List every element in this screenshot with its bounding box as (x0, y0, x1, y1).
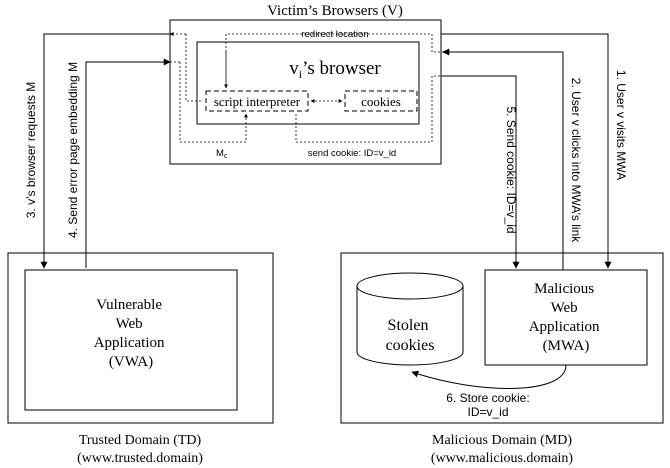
send-cookie-label: send cookie: ID=v_id (308, 148, 396, 159)
malicious-domain-url: (www.malicious.domain) (431, 451, 574, 466)
mc-label: Mc (216, 148, 228, 160)
malicious-domain-name: Malicious Domain (MD) (432, 433, 572, 448)
mc-dotted-line (179, 62, 248, 143)
stolen-cookies-cylinder-body (356, 286, 464, 366)
left-to-interpreter-dotted (185, 34, 203, 102)
trusted-domain-box (7, 252, 274, 424)
redirect-location-label: redirect location (301, 29, 368, 40)
script-interpreter-label: script interpreter (214, 94, 301, 109)
send-cookie-dotted (295, 75, 444, 143)
victim-browsers-box (169, 19, 442, 165)
cookies-label: cookies (361, 94, 401, 109)
step-4-arrow (85, 58, 171, 268)
step-3-arrow (40, 33, 170, 269)
step-4-label: 4. Send error page embedding M (66, 62, 80, 238)
vi-browser-title: vi’s browser (289, 58, 381, 81)
vwa-label: Vulnerable Web Application (VWA) (94, 297, 169, 370)
step-6-label-line2: ID=v_id (467, 405, 508, 419)
vwa-box (24, 269, 238, 411)
stolen-cookies-label: Stolen cookies (386, 317, 435, 354)
vi-browser-box (196, 41, 420, 125)
step-6-label-line1: 6. Store cookie: (446, 391, 529, 405)
script-interpreter-box (205, 90, 309, 112)
step-2-arrow (442, 48, 564, 270)
store-cookie-arrow (411, 364, 567, 389)
step-1-arrow (441, 33, 612, 269)
cookies-box (344, 90, 418, 112)
step-3-label: 3. v’s browser requests M (24, 82, 38, 219)
step-5-arrow (441, 75, 520, 269)
stolen-cookies-cylinder-top (356, 272, 464, 300)
step-5-label: 5. Send cookie: ID=v_id (504, 106, 518, 233)
victim-title: Victim’s Browsers (V) (267, 3, 403, 19)
step-1-label: 1. User v visits MWA (614, 70, 628, 180)
trusted-domain-name: Trusted Domain (TD) (79, 433, 202, 448)
mwa-label: Malicious Web Application (MWA) (529, 281, 604, 354)
trusted-domain-url: (www.trusted.domain) (77, 451, 203, 466)
malicious-domain-box (340, 252, 664, 424)
step-2-label: 2. User v clicks into MWA’s link (569, 78, 583, 243)
